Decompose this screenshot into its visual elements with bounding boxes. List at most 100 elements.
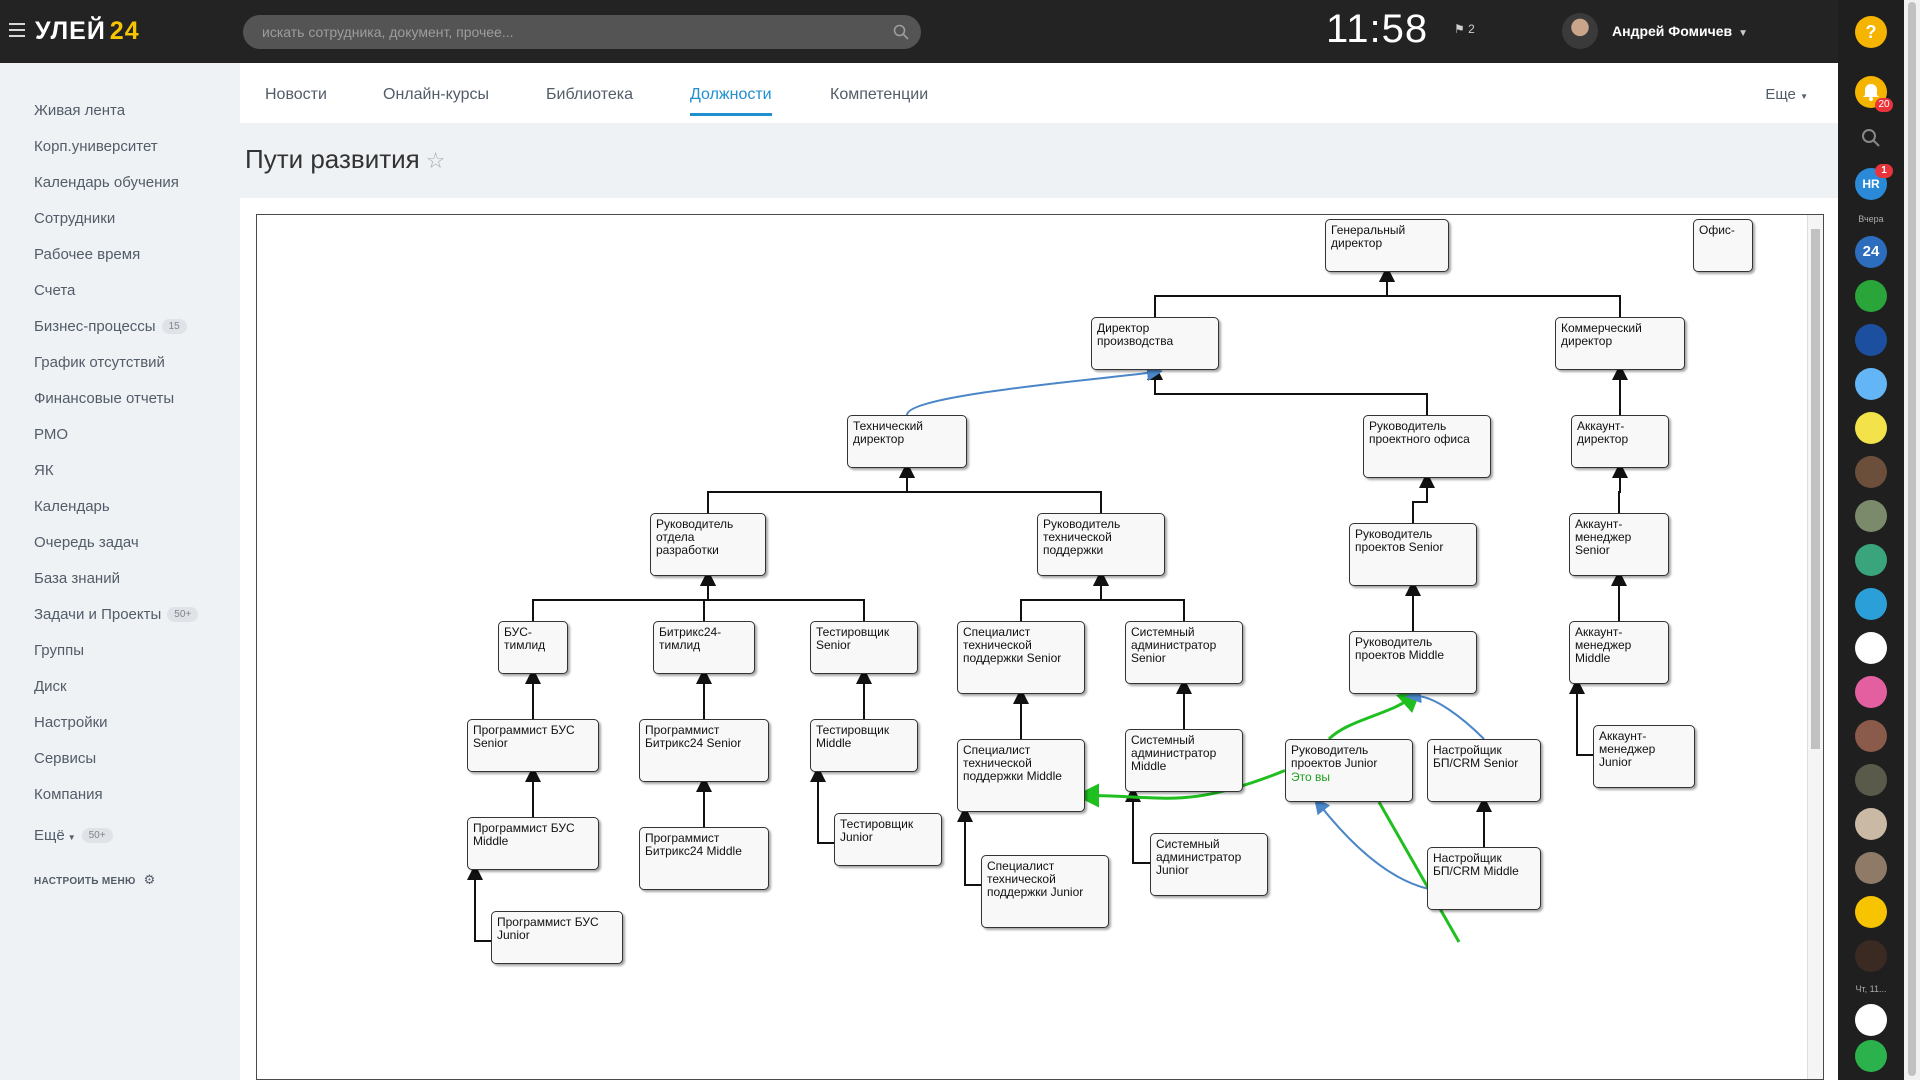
position-node-rod[interactable]: Руководитель отдела разработки — [650, 513, 766, 576]
position-node-dirprod[interactable]: Директор производства — [1091, 317, 1219, 370]
rail-search-icon[interactable] — [1855, 122, 1887, 154]
left-menu-item[interactable]: Календарь — [34, 498, 110, 515]
position-node-kom[interactable]: Коммерческий директор — [1555, 317, 1685, 370]
left-menu-item[interactable]: Живая лента — [34, 102, 125, 119]
position-node-ofis[interactable]: Офис- — [1693, 219, 1753, 272]
position-node-testj[interactable]: Тестировщик Junior — [834, 813, 942, 866]
tab-item[interactable]: Должности — [690, 86, 772, 116]
position-node-rtp[interactable]: Руководитель технической поддержки — [1037, 513, 1165, 576]
left-menu-item[interactable]: График отсутствий — [34, 354, 165, 371]
left-menu-item[interactable]: Диск — [34, 678, 67, 695]
chat-user-icon[interactable] — [1855, 368, 1887, 400]
position-node-pb24s[interactable]: Программист Битрикс24 Senior — [639, 719, 769, 782]
chat-avatar-3[interactable] — [1855, 720, 1887, 752]
position-node-pbuss[interactable]: Программист БУС Senior — [467, 719, 599, 772]
chat-avatar-6[interactable] — [1855, 852, 1887, 884]
left-menu-item[interactable]: Настройки — [34, 714, 108, 731]
star-icon[interactable]: ☆ — [425, 148, 446, 173]
left-menu-item[interactable]: Корп.университет — [34, 138, 158, 155]
position-node-tests[interactable]: Тестировщик Senior — [810, 621, 918, 674]
position-node-bust[interactable]: БУС-тимлид — [498, 621, 568, 674]
left-menu-item[interactable]: Сервисы — [34, 750, 96, 767]
chat-avatar-1[interactable] — [1855, 456, 1887, 488]
position-node-rpm[interactable]: Руководитель проектов Middle — [1349, 631, 1477, 694]
logo-text: УЛЕЙ — [35, 17, 106, 45]
tab-item[interactable]: Онлайн-курсы — [383, 86, 490, 103]
notifications-bell-icon[interactable]: 20 — [1855, 76, 1893, 112]
position-node-ams[interactable]: Аккаунт-менеджер Senior — [1569, 513, 1669, 576]
search-icon[interactable] — [893, 24, 909, 40]
chat-pr-uley-icon[interactable] — [1855, 896, 1887, 928]
tabs-more-button[interactable]: Еще ▼ — [1765, 86, 1808, 103]
position-node-nbpm[interactable]: Настройщик БП/CRM Middle — [1427, 847, 1541, 910]
left-menu-item[interactable]: РМО — [34, 426, 68, 443]
search-input[interactable]: искать сотрудника, документ, прочее... — [243, 15, 921, 49]
position-node-rps[interactable]: Руководитель проектов Senior — [1349, 523, 1477, 586]
chat-target-icon[interactable] — [1855, 632, 1887, 664]
chat-yin-yang-icon[interactable] — [1855, 1004, 1887, 1036]
position-node-label: Коммерческий директор — [1561, 321, 1642, 348]
position-node-label: Генеральный директор — [1331, 223, 1406, 250]
position-node-sam[interactable]: Системный администратор Middle — [1125, 729, 1243, 792]
position-node-label: БУС-тимлид — [504, 625, 546, 652]
page-scrollbar[interactable] — [1904, 0, 1920, 1080]
left-menu-item[interactable]: Компания — [34, 786, 103, 803]
chat-b24-icon[interactable]: 24 — [1855, 236, 1887, 268]
position-node-amj[interactable]: Аккаунт-менеджер Junior — [1593, 725, 1695, 788]
tab-item[interactable]: Новости — [265, 86, 327, 103]
user-menu[interactable]: Андрей Фомичев▼ — [1612, 23, 1748, 39]
chat-superman-icon[interactable] — [1855, 324, 1887, 356]
position-node-pbusm[interactable]: Программист БУС Middle — [467, 817, 599, 870]
position-node-tech[interactable]: Технический директор — [847, 415, 967, 468]
tab-item[interactable]: Компетенции — [830, 86, 929, 103]
flag-counter[interactable]: ⚑ 2 — [1454, 22, 1475, 36]
left-menu-item[interactable]: Очередь задач — [34, 534, 139, 551]
position-node-stpj[interactable]: Специалист технической поддержки Junior — [981, 855, 1109, 928]
career-path-chart[interactable]: Генеральный директор Офис- Директор произв… — [256, 214, 1824, 1080]
left-menu-item[interactable]: Счета — [34, 282, 75, 299]
position-node-testm[interactable]: Тестировщик Middle — [810, 719, 918, 772]
left-menu-item[interactable]: База знаний — [34, 570, 120, 587]
chat-green-icon[interactable] — [1855, 280, 1887, 312]
left-menu-more[interactable]: Ещё▼50+ — [34, 827, 113, 844]
left-menu-item[interactable]: Календарь обучения — [34, 174, 179, 191]
left-menu-item[interactable]: ЯК — [34, 462, 54, 479]
clock[interactable]: 11:58 — [1326, 7, 1429, 51]
left-menu-item[interactable]: Группы — [34, 642, 84, 659]
chat-evident-icon[interactable] — [1855, 412, 1887, 444]
chat-avatar-7[interactable] — [1855, 940, 1887, 972]
chat-pink-icon[interactable] — [1855, 676, 1887, 708]
phone-icon[interactable] — [1855, 1040, 1887, 1072]
chat-avatar-5[interactable] — [1855, 808, 1887, 840]
chat-flower-icon[interactable] — [1855, 544, 1887, 576]
left-menu-item[interactable]: Финансовые отчеты — [34, 390, 174, 407]
position-node-nbps[interactable]: Настройщик БП/CRM Senior — [1427, 739, 1541, 802]
position-node-gen[interactable]: Генеральный директор — [1325, 219, 1449, 272]
user-avatar[interactable] — [1562, 13, 1598, 49]
configure-menu-button[interactable]: НАСТРОИТЬ МЕНЮ⚙ — [34, 872, 156, 888]
help-button[interactable]: ? — [1855, 16, 1887, 48]
left-menu-item[interactable]: Рабочее время — [34, 246, 140, 263]
tab-item[interactable]: Библиотека — [546, 86, 633, 103]
left-menu-item[interactable]: Сотрудники — [34, 210, 115, 227]
chart-scrollbar[interactable] — [1807, 215, 1823, 1079]
chat-funnel-icon[interactable] — [1855, 588, 1887, 620]
chat-avatar-2[interactable] — [1855, 500, 1887, 532]
menu-burger-icon[interactable] — [9, 23, 25, 37]
position-node-stps[interactable]: Специалист технической поддержки Senior — [957, 621, 1085, 694]
position-node-pb24m[interactable]: Программист Битрикс24 Middle — [639, 827, 769, 890]
position-node-saj[interactable]: Системный администратор Junior — [1150, 833, 1268, 896]
position-node-b24t[interactable]: Битрикс24-тимлид — [653, 621, 755, 674]
position-node-sas[interactable]: Системный администратор Senior — [1125, 621, 1243, 684]
position-node-pbusj[interactable]: Программист БУС Junior — [491, 911, 623, 964]
chat-avatar-4[interactable] — [1855, 764, 1887, 796]
position-node-amm[interactable]: Аккаунт-менеджер Middle — [1569, 621, 1669, 684]
position-node-rpo[interactable]: Руководитель проектного офиса — [1363, 415, 1491, 478]
position-node-stpm[interactable]: Специалист технической поддержки Middle — [957, 739, 1085, 812]
position-node-akkdir[interactable]: Аккаунт-директор — [1571, 415, 1669, 468]
